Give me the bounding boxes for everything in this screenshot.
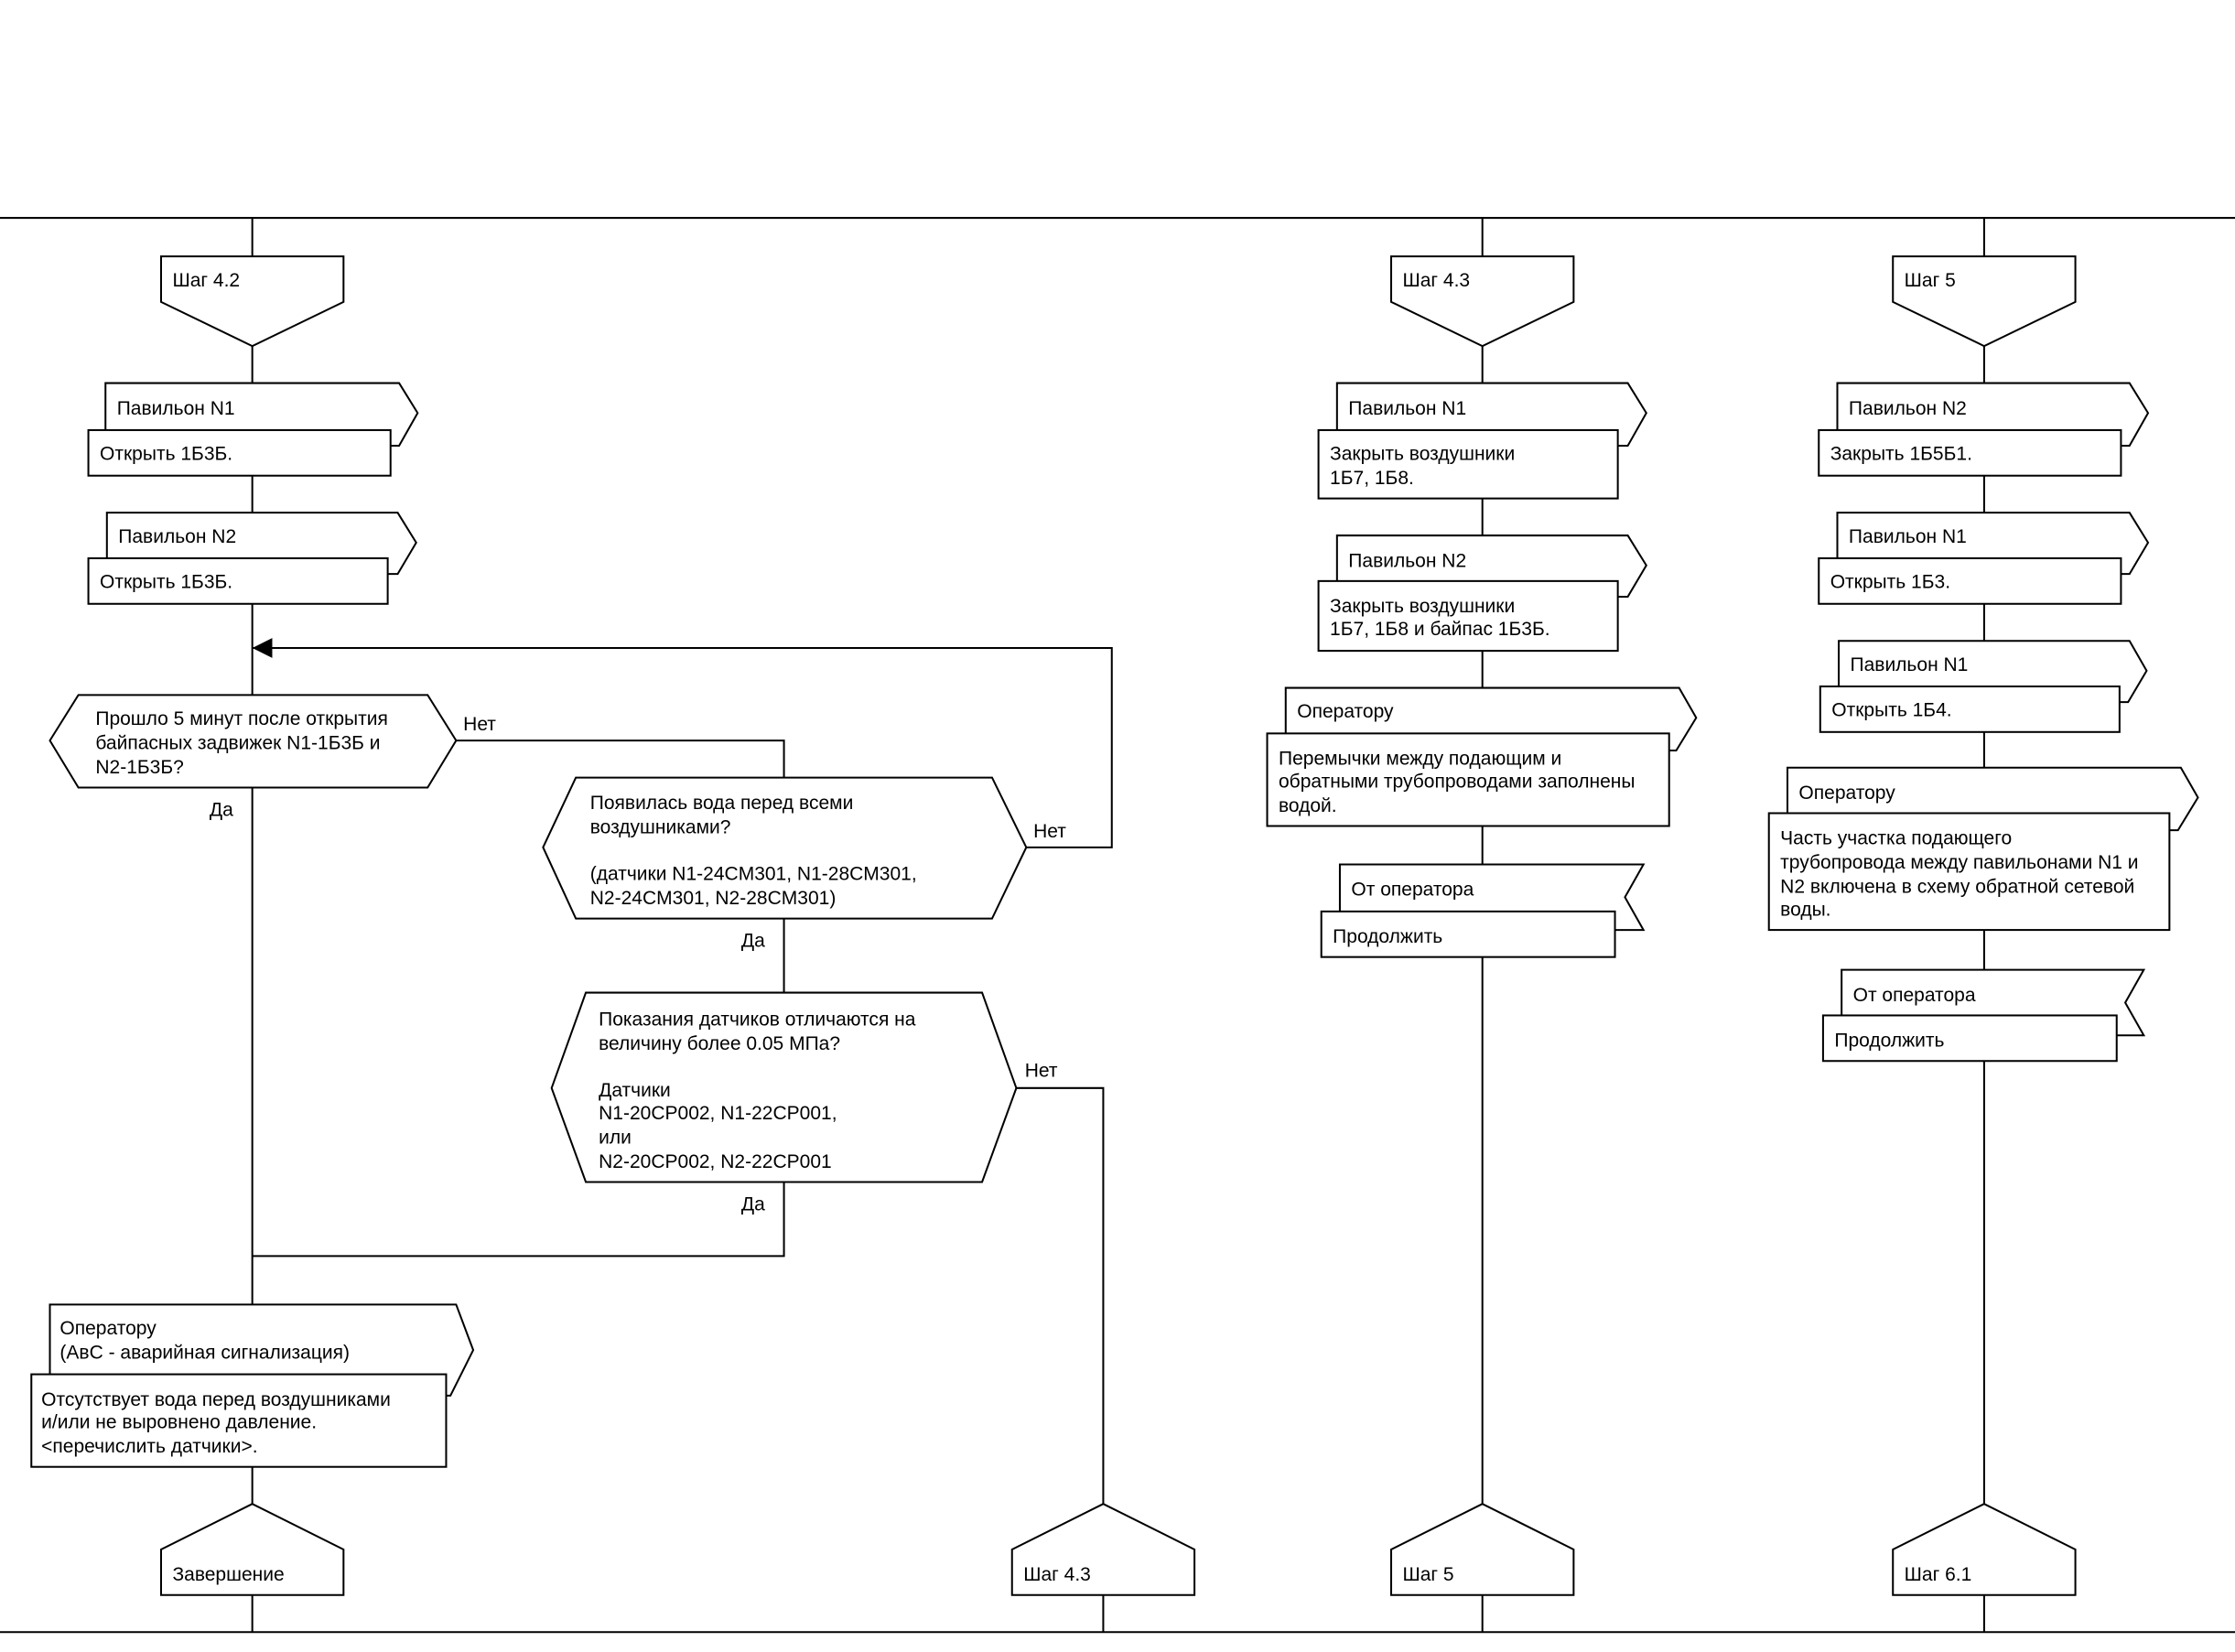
input-header: От оператора: [1351, 880, 1474, 901]
action-text: Закрыть воздушники: [1330, 444, 1515, 465]
action-operator-bridges-filled[interactable]: Оператору Перемычки между подающим и обр…: [1266, 686, 1698, 827]
action-header: Павильон N1: [1348, 398, 1466, 419]
decision-text: величину более 0.05 МПа?: [599, 1033, 840, 1054]
step-in-5[interactable]: Шаг 5: [1892, 255, 2077, 348]
action-pavilion-n2-close-vents[interactable]: Павильон N2 Закрыть воздушники 1Б7, 1Б8 …: [1317, 534, 1647, 653]
action-text: Открыть 1Б4.: [1831, 700, 1951, 721]
step-label: Завершение: [172, 1564, 284, 1585]
step-label: Шаг 6.1: [1905, 1564, 1972, 1585]
action-header: Павильон N2: [1849, 398, 1967, 419]
action-header: Павильон N2: [1348, 550, 1466, 571]
action-text: Перемычки между подающим и: [1279, 749, 1561, 770]
action-header: Павильон N2: [118, 526, 236, 547]
action-pavilion-n1-open-1b3[interactable]: Павильон N1 Открыть 1Б3.: [1818, 512, 2150, 605]
connectors: [251, 218, 1985, 1633]
action-pavilion-n2-close-1b5b1[interactable]: Павильон N2 Закрыть 1Б5Б1.: [1818, 382, 2150, 477]
step-label: Шаг 5: [1402, 1564, 1453, 1585]
decision-text: или: [599, 1128, 632, 1149]
step-out-6-1[interactable]: Шаг 6.1: [1892, 1503, 2077, 1596]
action-header: Павильон N1: [1851, 654, 1969, 675]
step-label: Шаг 4.3: [1023, 1564, 1091, 1585]
decision-text: воздушниками?: [590, 816, 731, 837]
decision-text: Прошло 5 минут после открытия: [95, 708, 388, 729]
decision-text: Показания датчиков отличаются на: [599, 1009, 916, 1030]
action-text: <перечислить датчики>.: [41, 1436, 257, 1457]
action-operator-supply-section[interactable]: Оператору Часть участка подающего трубоп…: [1767, 766, 2199, 932]
action-header: Оператору: [59, 1318, 157, 1339]
branch-yes-label: Да: [741, 1194, 765, 1215]
decision-pressure-diff[interactable]: Показания датчиков отличаются на величин…: [550, 991, 1018, 1183]
action-text: Закрыть воздушники: [1330, 596, 1515, 617]
step-in-4-2[interactable]: Шаг 4.2: [159, 255, 345, 348]
step-out-5[interactable]: Шаг 5: [1390, 1503, 1575, 1596]
decision-text: N2-24CM301, N2-28CM301): [590, 888, 837, 909]
branch-no-label: Нет: [1025, 1060, 1058, 1081]
action-pavilion-n1-close-vents[interactable]: Павильон N1 Закрыть воздушники 1Б7, 1Б8.: [1317, 382, 1647, 500]
action-text: и/или не выровнено давление.: [41, 1412, 317, 1433]
decision-5-minutes[interactable]: Прошло 5 минут после открытия байпасных …: [49, 694, 458, 789]
action-header: (АвС - аварийная сигнализация): [59, 1342, 350, 1363]
action-text: водой.: [1279, 795, 1337, 816]
action-text: Отсутствует вода перед воздушниками: [41, 1389, 391, 1410]
decision-text: N2-1Б3Б?: [95, 757, 183, 778]
branch-yes-label: Да: [210, 800, 233, 821]
action-text: N2 включена в схему обратной сетевой: [1780, 877, 2134, 898]
action-text: 1Б7, 1Б8.: [1330, 468, 1414, 489]
arrow-head-icon: [252, 638, 273, 658]
action-pavilion-n2[interactable]: Павильон N2 Открыть 1Б3Б.: [87, 512, 417, 605]
action-pavilion-n1-open-1b4[interactable]: Павильон N1 Открыть 1Б4.: [1819, 640, 2148, 733]
action-text: трубопровода между павильонами N1 и: [1780, 852, 2138, 873]
action-text: Часть участка подающего: [1780, 828, 2012, 849]
branch-no-label: Нет: [1033, 821, 1066, 842]
input-from-operator[interactable]: От оператора Продолжить: [1320, 863, 1646, 958]
branch-yes-label: Да: [741, 931, 765, 952]
action-text: Открыть 1Б3Б.: [100, 572, 232, 593]
decision-text: N1-20CP002, N1-22CP001,: [599, 1103, 837, 1124]
action-text: 1Б7, 1Б8 и байпас 1Б3Б.: [1330, 619, 1550, 640]
action-header: Павильон N1: [1849, 526, 1967, 547]
action-header: Оператору: [1297, 701, 1394, 722]
action-text: Открыть 1Б3Б.: [100, 444, 232, 465]
continue-text: Продолжить: [1333, 926, 1442, 947]
step-label: Шаг 5: [1905, 270, 1956, 291]
decision-text: Появилась вода перед всеми: [590, 793, 854, 814]
decision-text: байпасных задвижек N1-1Б3Б и: [95, 732, 380, 753]
step-in-4-3[interactable]: Шаг 4.3: [1390, 255, 1575, 348]
input-from-operator[interactable]: От оператора Продолжить: [1821, 968, 2146, 1063]
step-out-end[interactable]: Завершение: [159, 1503, 345, 1596]
decision-text: N2-20CP002, N2-22CP001: [599, 1151, 832, 1172]
step-out-4-3[interactable]: Шаг 4.3: [1010, 1503, 1196, 1596]
branch-no-label: Нет: [463, 714, 496, 735]
decision-text: (датчики N1-24CM301, N1-28CM301,: [590, 864, 917, 885]
action-operator-alarm[interactable]: Оператору (АвС - аварийная сигнализация)…: [30, 1303, 475, 1468]
step-label: Шаг 4.2: [172, 270, 240, 291]
continue-text: Продолжить: [1834, 1031, 1944, 1052]
action-text: Открыть 1Б3.: [1830, 572, 1950, 593]
action-text: Закрыть 1Б5Б1.: [1830, 444, 1972, 465]
decision-text: Датчики: [599, 1080, 671, 1101]
action-text: воды.: [1780, 900, 1830, 921]
input-header: От оператора: [1853, 985, 1976, 1006]
decision-water-present[interactable]: Появилась вода перед всеми воздушниками?…: [542, 776, 1028, 920]
step-label: Шаг 4.3: [1402, 270, 1470, 291]
action-header: Оператору: [1798, 783, 1895, 804]
action-pavilion-n1[interactable]: Павильон N1 Открыть 1Б3Б.: [87, 382, 419, 477]
action-header: Павильон N1: [117, 398, 235, 419]
action-text: обратными трубопроводами заполнены: [1279, 771, 1636, 792]
